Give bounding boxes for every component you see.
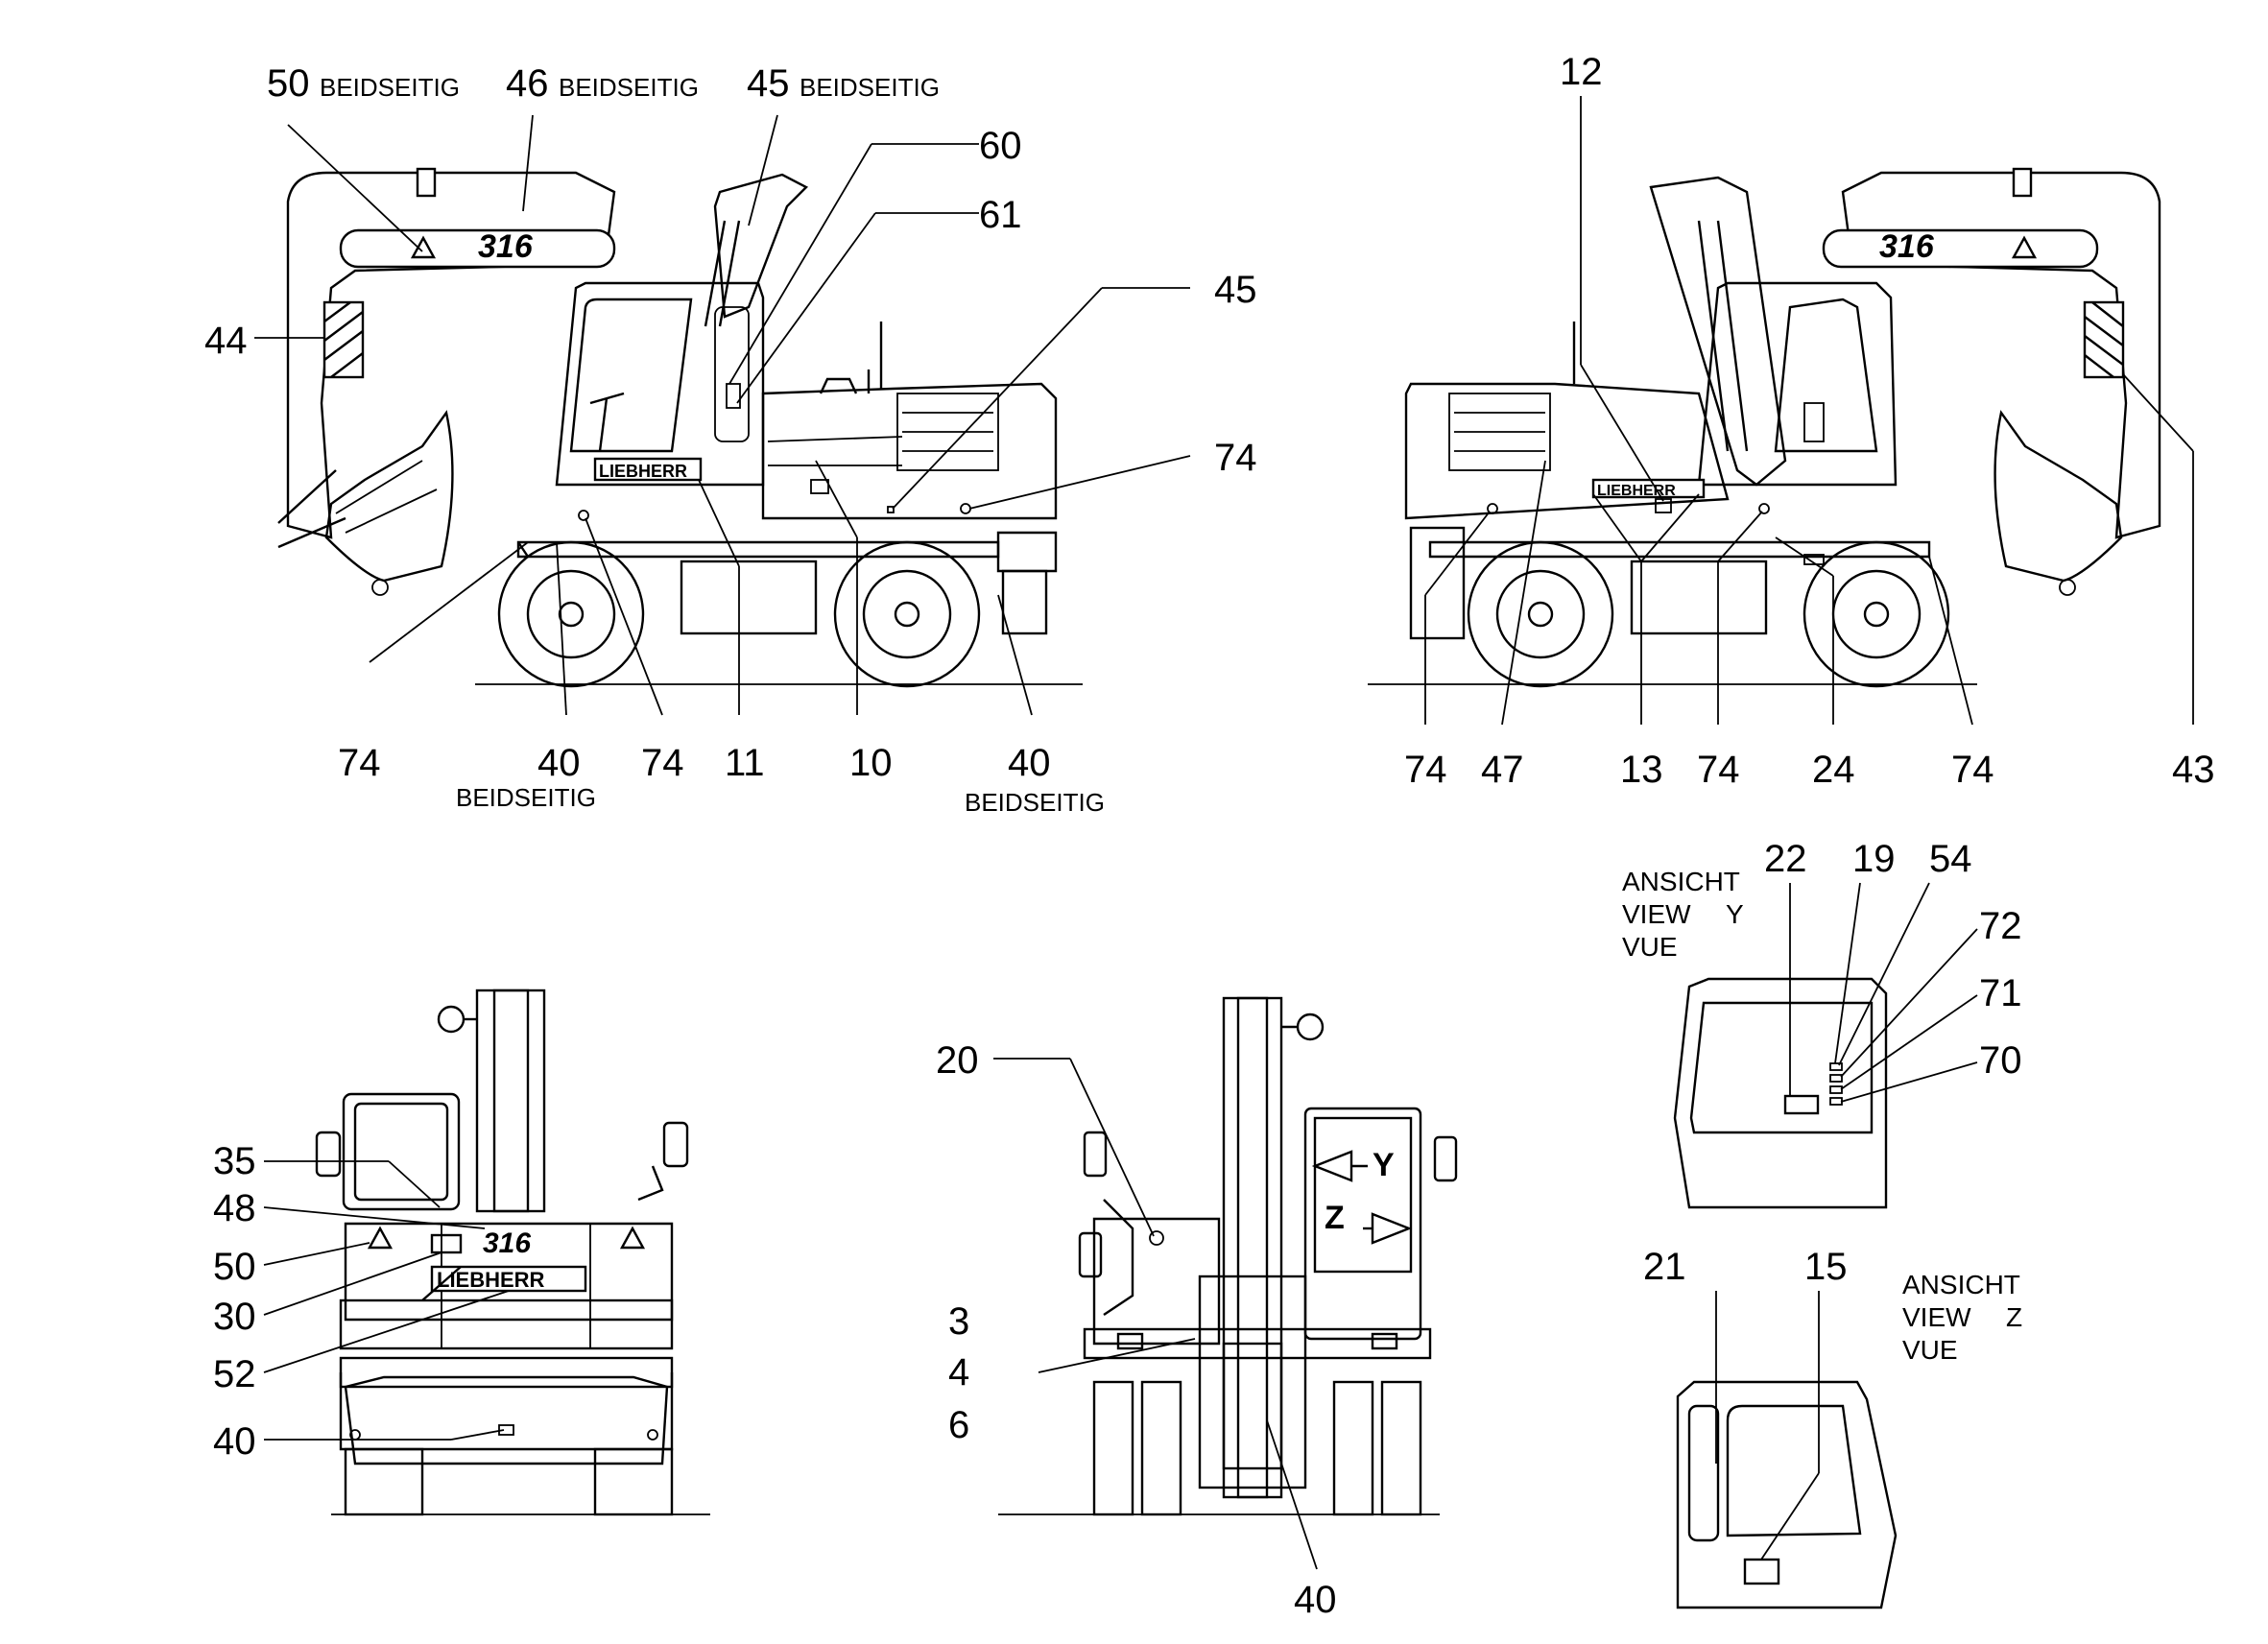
callout-50: 50 [267,62,310,105]
callout-50-rear: 50 [213,1246,256,1288]
front-view: Y Z [998,996,1458,1516]
callout-35: 35 [213,1140,256,1182]
side-view-right: 316 LIEBHERR [1368,167,2161,688]
callout-46-note: BEIDSEITIG [559,73,699,102]
boom-model-text-right: 316 [1879,228,1935,265]
callout-30: 30 [213,1296,256,1338]
callout-60: 60 [979,125,1022,167]
body-brand-text-right: LIEBHERR [1597,483,1676,499]
callout-74-c: 74 [1404,749,1447,791]
callout-74-e: 74 [1951,749,1994,791]
callout-54: 54 [1929,838,1972,880]
callout-10: 10 [849,742,893,784]
callout-72: 72 [1979,905,2022,947]
callout-40-rear: 40 [213,1420,256,1463]
callout-40-front: 40 [1294,1579,1337,1621]
leaders-rear-view [263,1160,510,1441]
callouts-side-view-right: 12 43 74 47 13 74 24 74 [1404,51,2215,791]
callout-3: 3 [948,1300,969,1343]
rear-brand-text: LIEBHERR [437,1268,545,1292]
rear-model-text: 316 [483,1227,531,1259]
callout-24: 24 [1812,749,1855,791]
callout-40-a-note: BEIDSEITIG [456,783,596,812]
callout-40-a: 40 [537,742,581,784]
callout-40-b: 40 [1008,742,1051,784]
view-z-label-2: VIEW [1902,1302,1971,1332]
callout-22: 22 [1764,838,1807,880]
callout-43: 43 [2172,749,2215,791]
callout-4: 4 [948,1351,969,1394]
view-y-marker: Y [1373,1147,1395,1183]
callout-6: 6 [948,1404,969,1446]
rear-view: 316 LIEBHERR [315,989,710,1516]
callout-45-note: BEIDSEITIG [800,73,940,102]
callout-21: 21 [1643,1246,1686,1288]
view-z-marker: Z [1325,1200,1345,1236]
cab-brand-text: LIEBHERR [599,462,687,481]
view-y-label-1: ANSICHT [1622,867,1740,896]
view-z-label-1: ANSICHT [1902,1270,2020,1299]
side-view-left: 316 LIEBHERR [277,167,1083,688]
callout-12: 12 [1560,51,1603,93]
callouts-front-view: 20 3 4 6 40 [936,1039,1337,1621]
callouts-side-view-left: 50 BEIDSEITIG 46 BEIDSEITIG 45 BEIDSEITI… [204,62,1257,817]
view-y-label-3: VUE [1622,932,1678,962]
view-z-label-letter: Z [2006,1302,2022,1332]
callout-13: 13 [1620,749,1663,791]
callout-52: 52 [213,1353,256,1395]
view-z-label-3: VUE [1902,1335,1958,1365]
callout-70: 70 [1979,1039,2022,1082]
callout-71: 71 [1979,972,2022,1014]
callout-20: 20 [936,1039,979,1082]
callout-74-a: 74 [338,742,381,784]
view-y-label-letter: Y [1726,899,1744,929]
view-z-detail: ANSICHT VIEW Z VUE 21 15 [1643,1246,2022,1609]
view-y-detail: ANSICHT VIEW Y VUE 22 19 54 72 71 70 [1622,838,2022,1209]
callout-61: 61 [979,194,1022,236]
callout-74-body: 74 [1214,437,1257,479]
callout-47: 47 [1481,749,1524,791]
callout-48: 48 [213,1187,256,1229]
callout-11: 11 [725,742,765,784]
callout-19: 19 [1852,838,1896,880]
view-y-label-2: VIEW [1622,899,1691,929]
leaders-side-view-left [254,114,1191,716]
callouts-rear-view: 35 48 50 30 52 40 [213,1140,256,1463]
callout-74-d: 74 [1697,749,1740,791]
leaders-front-view [993,1058,1318,1570]
leaders-side-view-right [1424,96,2194,726]
callout-15: 15 [1804,1246,1848,1288]
callout-45-body: 45 [1214,269,1257,311]
callout-74-b: 74 [641,742,684,784]
callout-50-note: BEIDSEITIG [320,73,460,102]
callout-45: 45 [747,62,790,105]
boom-model-text: 316 [478,228,534,265]
callout-40-b-note: BEIDSEITIG [965,788,1105,817]
callout-46: 46 [506,62,549,105]
callout-44: 44 [204,320,248,362]
